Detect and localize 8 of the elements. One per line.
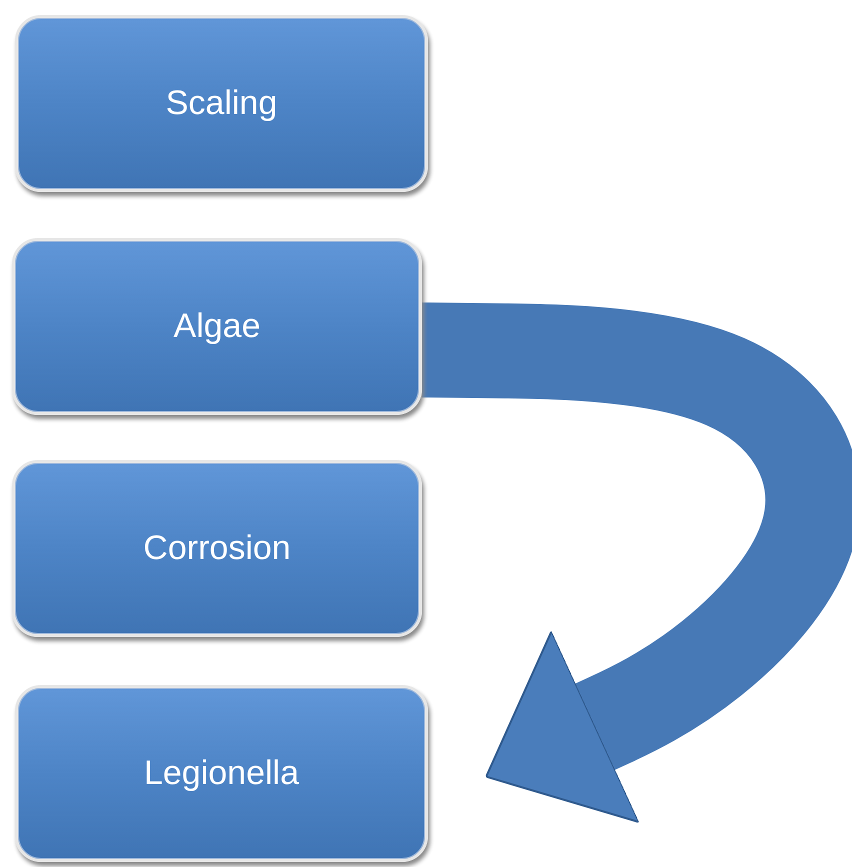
process-box: [12, 238, 422, 415]
box-label: Scaling: [166, 84, 278, 123]
process-box: [15, 685, 428, 862]
process-box: [15, 15, 428, 192]
box-label: Corrosion: [143, 529, 291, 568]
box-label: Algae: [174, 307, 260, 346]
box-label: Legionella: [144, 754, 300, 793]
process-box: [12, 460, 422, 637]
